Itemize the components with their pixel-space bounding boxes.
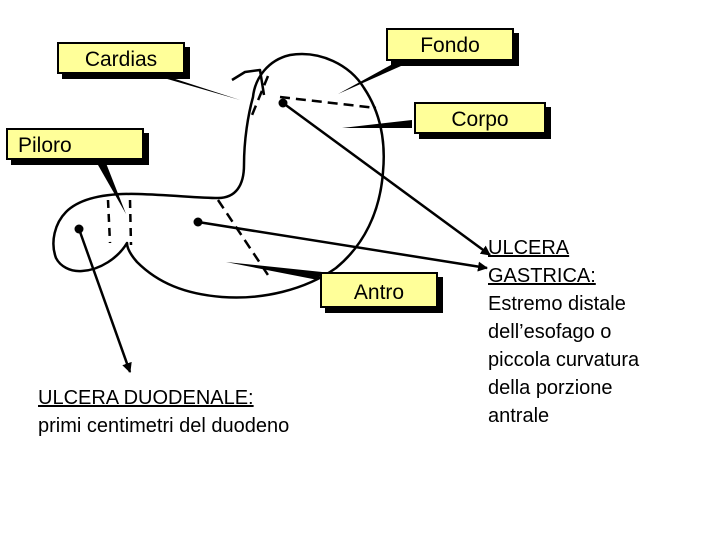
duodenal-ulcer-title: ULCERA DUODENALE: — [38, 387, 254, 409]
gastric-ulcer-line-5: antrale — [488, 405, 550, 427]
pylorus-boundary-right — [128, 199, 133, 246]
gastric-arrow-from-corpo — [282, 101, 491, 257]
corpo-label: Corpo — [414, 102, 546, 134]
cardias-label: Cardias — [57, 42, 185, 74]
stomach-outline — [52, 52, 385, 299]
esophagus — [231, 68, 266, 96]
fondo-pointer — [338, 60, 410, 94]
corpo-pointer — [342, 120, 412, 128]
duodenal-arrow — [77, 228, 132, 373]
gastric-ulcer-line-2: dell’esofago o — [488, 321, 612, 343]
antro-pointer — [226, 262, 322, 280]
gastric-ulcer-line-4: della porzione — [488, 377, 613, 399]
gastric-ulcer-text: ULCERA GASTRICA: Estremo distale dell’es… — [488, 234, 678, 430]
fundus-boundary — [279, 95, 377, 110]
pylorus-boundary-left — [106, 199, 112, 244]
duodenal-ulcer-text: ULCERA DUODENALE: primi centimetri del d… — [38, 384, 289, 440]
gastric-ulcer-title-1: ULCERA — [488, 237, 570, 259]
gastric-arrow-from-antrum — [197, 220, 488, 272]
duodenal-ulcer-description: primi centimetri del duodeno — [38, 415, 290, 437]
piloro-pointer — [94, 158, 126, 214]
fondo-label: Fondo — [386, 28, 514, 61]
cardias-boundary — [248, 75, 270, 121]
piloro-label: Piloro — [6, 128, 144, 160]
cardias-pointer — [150, 74, 240, 100]
gastric-ulcer-line-3: piccola curvatura — [488, 349, 640, 371]
antro-label: Antro — [320, 272, 438, 308]
gastric-ulcer-line-1: Estremo distale — [488, 293, 626, 315]
gastric-ulcer-title-2: GASTRICA: — [488, 265, 596, 287]
